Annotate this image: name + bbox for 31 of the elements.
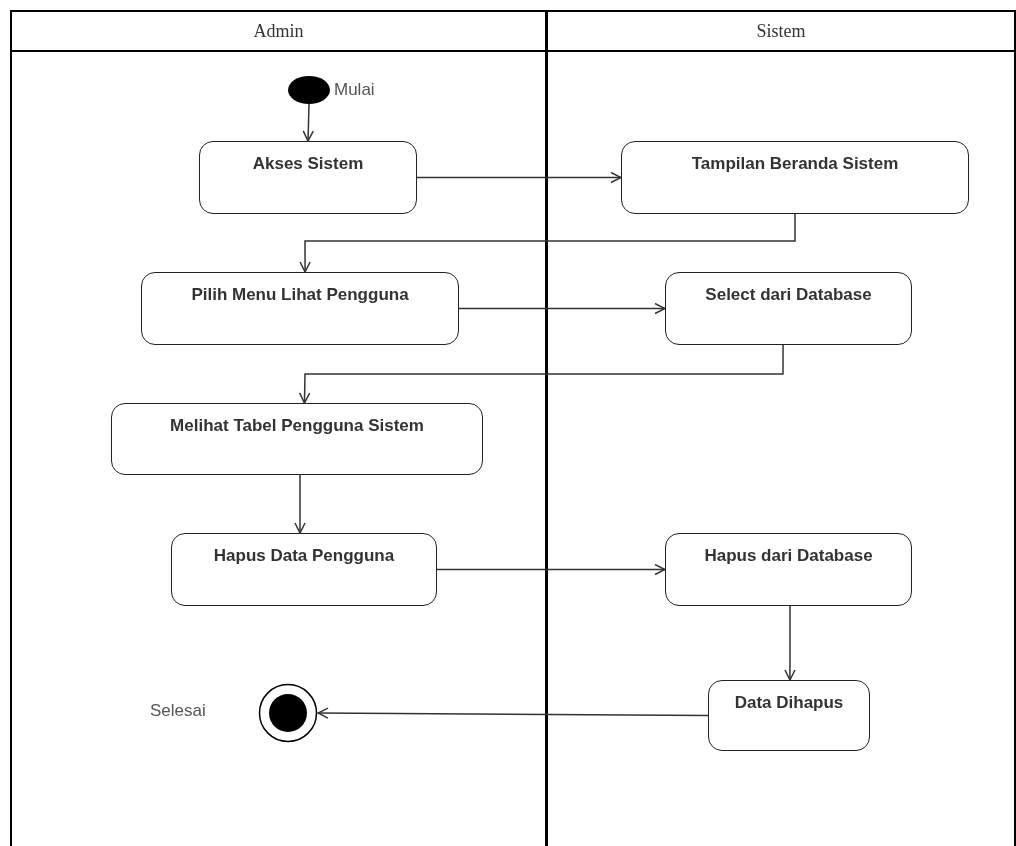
- action-label: Hapus Data Pengguna: [213, 546, 395, 565]
- arrow: [458, 302, 666, 315]
- action-label: Melihat Tabel Pengguna Sistem: [170, 416, 424, 435]
- node-caption: Mulai: [334, 80, 375, 100]
- arrow: [436, 563, 666, 576]
- swimlane: [546, 10, 1016, 846]
- action-box: [665, 272, 912, 345]
- arrow: [416, 171, 622, 184]
- action-label: Tampilan Beranda Sistem: [691, 154, 899, 173]
- arrow: [294, 474, 306, 534]
- action-label: Akses Sistem: [252, 154, 364, 173]
- arrow: [298, 344, 784, 404]
- action-label: Select dari Database: [705, 285, 872, 304]
- arrow: [784, 605, 796, 681]
- lane-header: Admin: [12, 12, 545, 52]
- action-box: [665, 533, 912, 606]
- arrow: [299, 213, 796, 273]
- action-label: Data Dihapus: [734, 693, 844, 712]
- action-box: [621, 141, 969, 214]
- action-box: [708, 680, 870, 751]
- swimlane: [10, 10, 547, 846]
- node-caption: Selesai: [150, 701, 206, 721]
- action-box: [171, 533, 437, 606]
- lane-header: Sistem: [548, 12, 1014, 52]
- arrow: [302, 103, 314, 142]
- arrow: [317, 707, 709, 719]
- action-label: Hapus dari Database: [704, 546, 873, 565]
- action-label: Pilih Menu Lihat Pengguna: [191, 285, 409, 304]
- action-box: [111, 403, 483, 475]
- action-box: [199, 141, 417, 214]
- action-box: [141, 272, 459, 345]
